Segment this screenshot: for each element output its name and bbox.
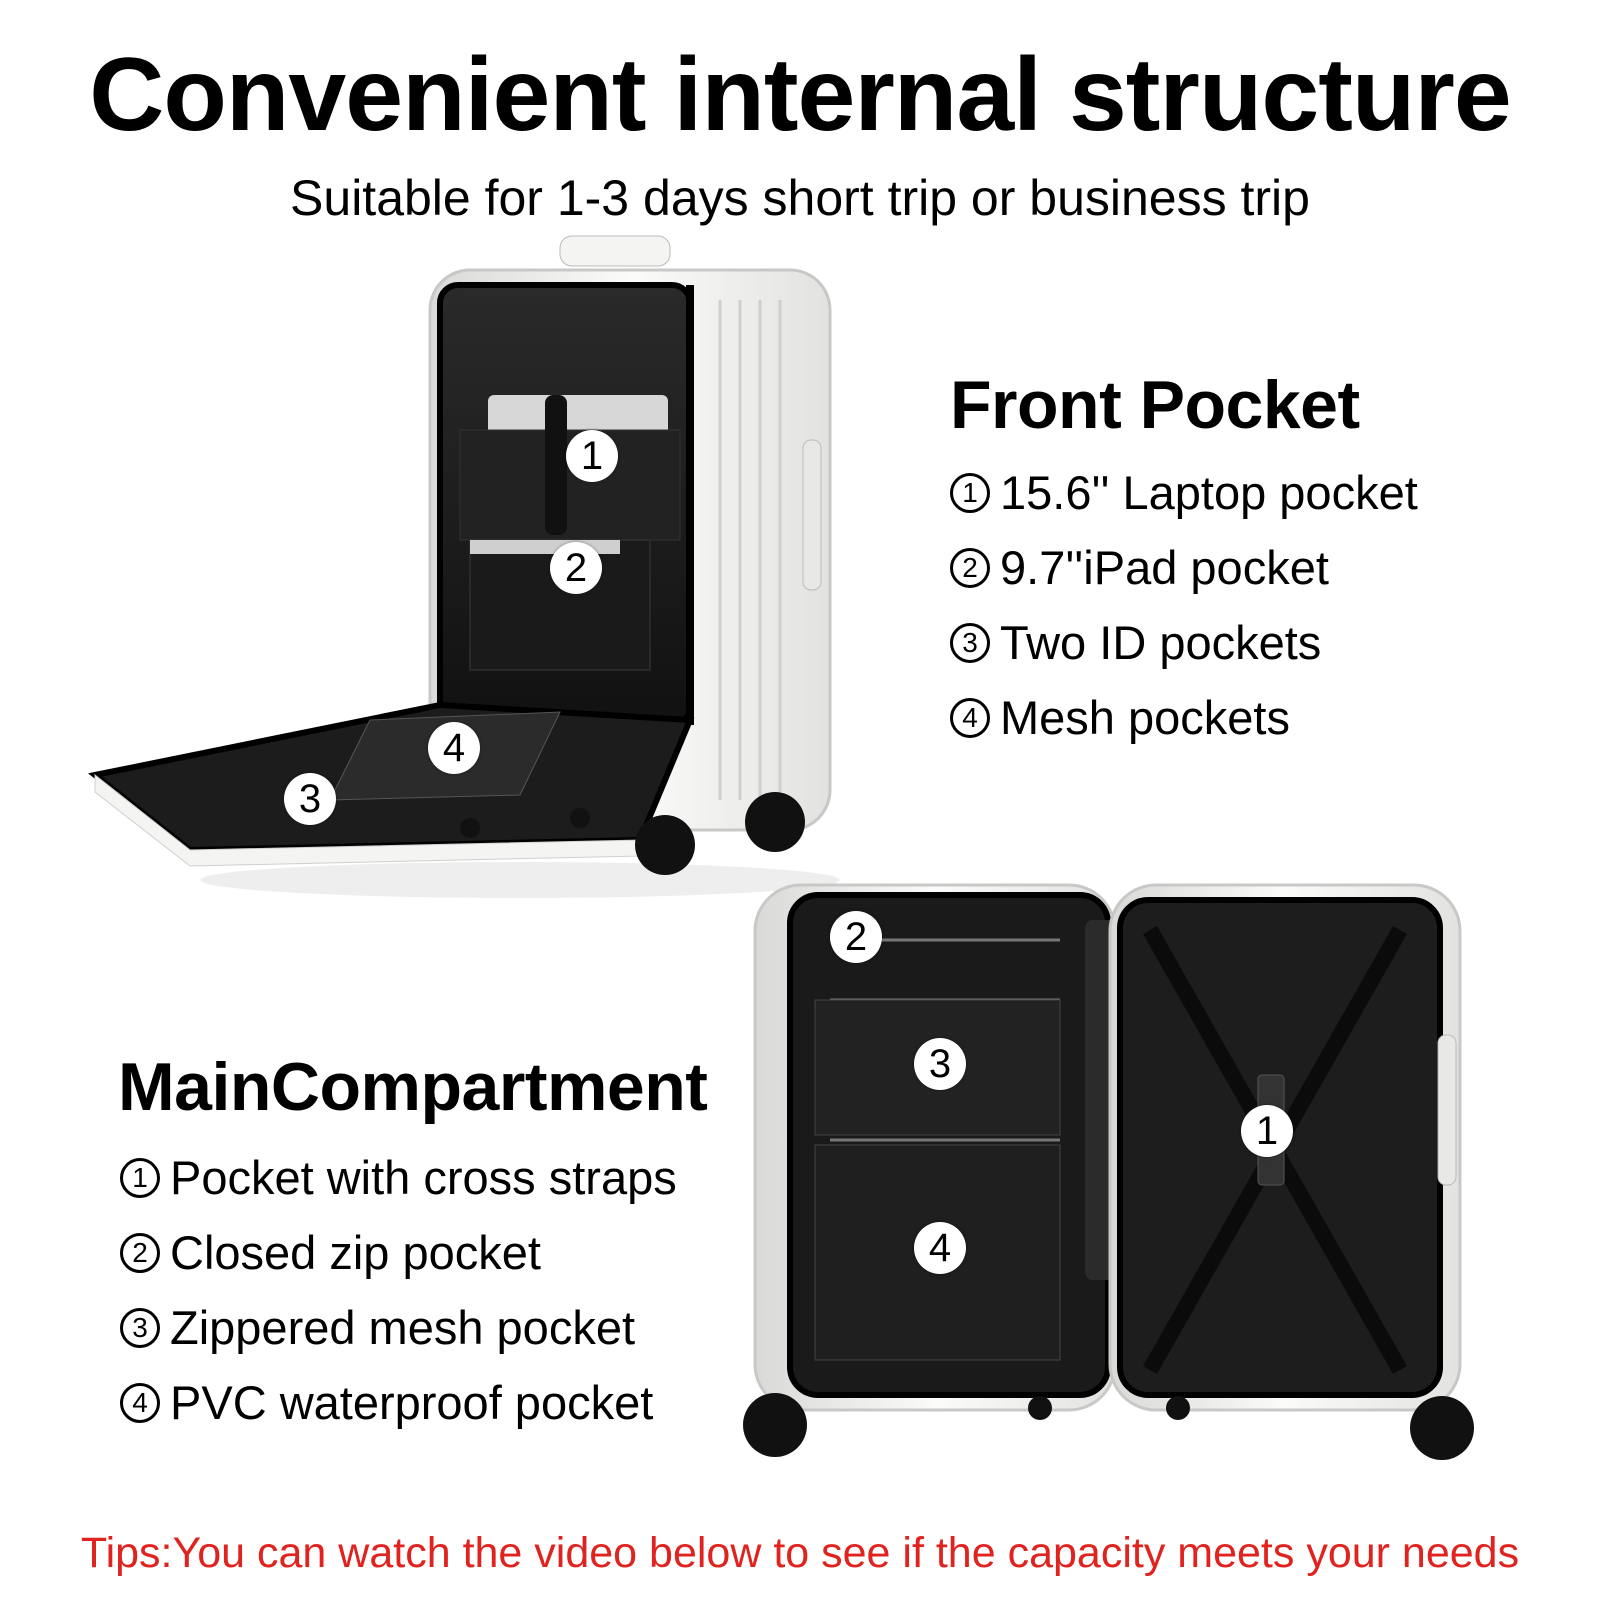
main-photo-marker-2: 2 [830, 911, 882, 963]
main-photo-marker-1: 1 [1241, 1105, 1293, 1157]
page-subtitle: Suitable for 1-3 days short trip or busi… [290, 170, 1310, 226]
item-label: Closed zip pocket [170, 1226, 541, 1279]
front-photo-marker-3: 3 [284, 773, 336, 825]
item-label: Mesh pockets [1000, 691, 1290, 744]
number-badge: 4 [120, 1382, 160, 1423]
main-photo-marker-4: 4 [914, 1222, 966, 1274]
front-photo-marker-1: 1 [566, 430, 618, 482]
item-label: 9.7''iPad pocket [1000, 541, 1329, 594]
item-label: PVC waterproof pocket [170, 1376, 654, 1429]
front-pocket-heading: Front Pocket [950, 367, 1360, 443]
number-badge: 2 [120, 1232, 160, 1273]
main-compartment-heading: MainCompartment [118, 1049, 708, 1125]
number-badge: 4 [950, 697, 990, 738]
item-label: Two ID pockets [1000, 616, 1322, 669]
item-label: Pocket with cross straps [170, 1151, 677, 1204]
tips-text: Tips:You can watch the video below to se… [80, 1529, 1520, 1577]
number-badge: 3 [120, 1307, 160, 1348]
main-photo-marker-3: 3 [914, 1038, 966, 1090]
number-badge: 2 [950, 547, 990, 588]
front-photo-marker-2: 2 [550, 542, 602, 594]
front-photo-marker-4: 4 [428, 722, 480, 774]
item-label: 15.6'' Laptop pocket [1000, 466, 1418, 519]
number-badge: 1 [950, 472, 990, 513]
number-badge: 3 [950, 622, 990, 663]
number-badge: 1 [120, 1157, 160, 1198]
page-title: Convenient internal structure [89, 37, 1511, 153]
item-label: Zippered mesh pocket [170, 1301, 636, 1354]
